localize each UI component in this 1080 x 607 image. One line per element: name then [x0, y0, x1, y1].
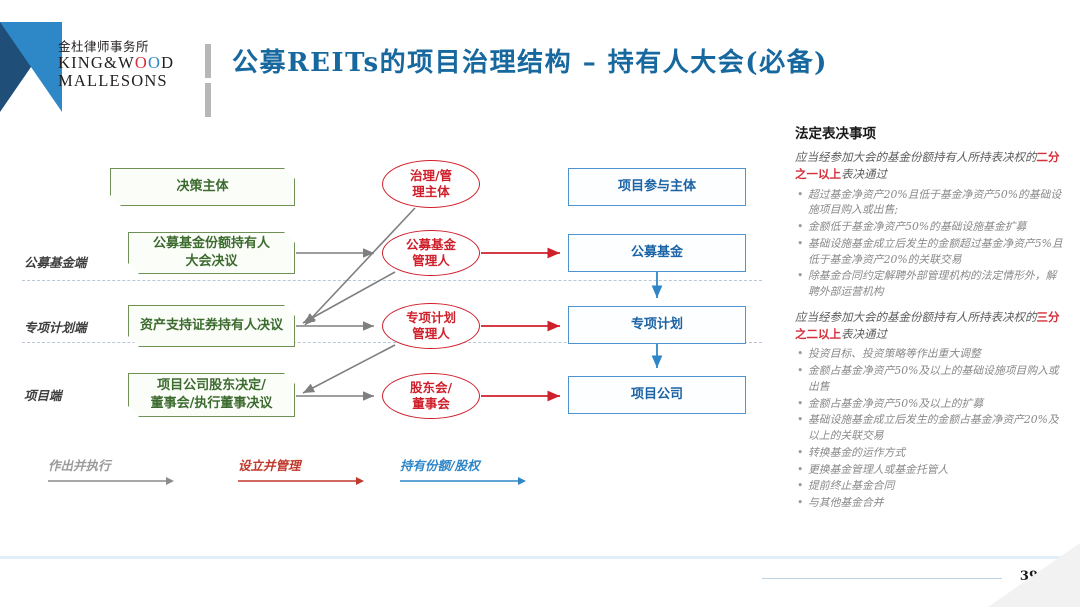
section1-lead-highlight: 二分之一以上 [795, 150, 1060, 182]
header-ellipse-governance: 治理/管 理主体 [382, 160, 480, 208]
section2-lead-prefix: 应当经参加大会的基金份额持有人所持表决权的 [795, 309, 1037, 324]
page-number-rule [762, 578, 1002, 579]
panel-heading: 法定表决事项 [795, 126, 876, 142]
logo-en-o-red: O [134, 53, 148, 72]
section2-lead-highlight: 三分之二以上 [795, 309, 1060, 341]
logo-english-line2: MALLESONS [58, 71, 168, 91]
section2-lead-suffix: 表决通过 [841, 327, 887, 341]
slide-header: 金杜律师事务所 KING&WOOD MALLESONS 公募REITs的项目治理… [0, 0, 1080, 120]
list-item: 基础设施基金成立后发生的金额占基金净资产20%及以上的关联交易 [797, 412, 1067, 444]
row-label-fund: 公募基金端 [24, 255, 87, 270]
header-box-participant: 项目参与主体 [568, 168, 746, 206]
list-item: 超过基金净资产20%且低于基金净资产50%的基础设施项目购入或出售; [797, 187, 1067, 219]
row-divider-2 [22, 342, 762, 343]
legend-arrow-gray [48, 477, 174, 485]
list-item: 除基金合同约定解聘外部管理机构的法定情形外，解聘外部运营机构 [797, 268, 1067, 300]
section1-lead-prefix: 应当经参加大会的基金份额持有人所持表决权的 [795, 150, 1037, 164]
green-box-project-company-resolution: 项目公司股东决定/ 董事会/执行董事决议 [128, 373, 295, 417]
logo-en-o-blue: O [147, 53, 162, 72]
page-title: 公募REITs的项目治理结构 – 持有人大会(必备) [232, 48, 828, 78]
blue-box-project-company: 项目公司 [568, 376, 746, 414]
ellipse-fund-manager: 公募基金 管理人 [382, 230, 480, 276]
legend-item-execute: 作出并执行 [48, 455, 178, 493]
kwm-logo-text: 金杜律师事务所 KING&WOOD MALLESONS [58, 40, 188, 91]
footer-divider [0, 556, 1080, 559]
section2-bullet-list: 投资目标、投资策略等作出重大调整 金额占基金净资产50%及以上的基础设施项目购入… [795, 346, 1067, 511]
logo-english-line1: KING&WOOD [58, 53, 188, 72]
list-item: 基础设施基金成立后发生的金额超过基金净资产5%且低于基金净资产20%的关联交易 [797, 236, 1067, 268]
list-item: 转换基金的运作方式 [797, 445, 1067, 461]
legend-label-hold: 持有份额/股权 [400, 458, 480, 473]
ellipse-shareholders-board: 股东会/ 董事会 [382, 373, 480, 419]
legend-arrow-blue [400, 477, 526, 485]
governance-diagram: 公募基金端 专项计划端 项目端 决策主体 治理/管 理主体 项目参与主体 公募基… [0, 120, 790, 540]
logo-triangle-light [0, 22, 62, 112]
list-item: 提前终止基金合同 [797, 478, 1067, 494]
row-divider-1 [22, 280, 762, 281]
kwm-logo-mark [0, 22, 62, 112]
legend-label-execute: 作出并执行 [48, 458, 111, 473]
green-box-abs-holder-resolution: 资产支持证券持有人决议 [128, 305, 295, 347]
blue-box-abs-plan: 专项计划 [568, 306, 746, 344]
row-label-project: 项目端 [24, 388, 62, 403]
title-accent-bars [205, 44, 223, 117]
header-box-decision: 决策主体 [110, 168, 295, 206]
corner-decoration [988, 543, 1080, 607]
list-item: 与其他基金合并 [797, 495, 1067, 511]
list-item: 金额占基金净资产50%及以上的基础设施项目购入或出售 [797, 363, 1067, 395]
list-item: 金额占基金净资产50%及以上的扩募 [797, 396, 1067, 412]
row-label-abs: 专项计划端 [24, 320, 87, 335]
legend-item-hold: 持有份额/股权 [400, 455, 530, 493]
list-item: 投资目标、投资策略等作出重大调整 [797, 346, 1067, 362]
legend-label-manage: 设立并管理 [238, 458, 301, 473]
section1-lead: 应当经参加大会的基金份额持有人所持表决权的二分之一以上表决通过 [795, 149, 1067, 184]
logo-en-b: D [161, 53, 175, 72]
logo-en-a: KING&W [58, 53, 135, 72]
list-item: 更换基金管理人或基金托管人 [797, 462, 1067, 478]
list-item: 金额低于基金净资产50%的基础设施基金扩募 [797, 219, 1067, 235]
logo-chinese-name: 金杜律师事务所 [58, 39, 150, 54]
legend-item-manage: 设立并管理 [238, 455, 368, 493]
ellipse-abs-manager: 专项计划 管理人 [382, 303, 480, 349]
statutory-voting-panel: 法定表决事项 应当经参加大会的基金份额持有人所持表决权的二分之一以上表决通过 超… [795, 122, 1067, 520]
section1-lead-suffix: 表决通过 [841, 167, 887, 182]
green-box-fund-holder-resolution: 公募基金份额持有人 大会决议 [128, 232, 295, 274]
blue-box-public-fund: 公募基金 [568, 234, 746, 272]
legend-arrow-red [238, 477, 364, 485]
section2-lead: 应当经参加大会的基金份额持有人所持表决权的三分之二以上表决通过 [795, 309, 1067, 344]
section1-bullet-list: 超过基金净资产20%且低于基金净资产50%的基础设施项目购入或出售; 金额低于基… [795, 187, 1067, 300]
